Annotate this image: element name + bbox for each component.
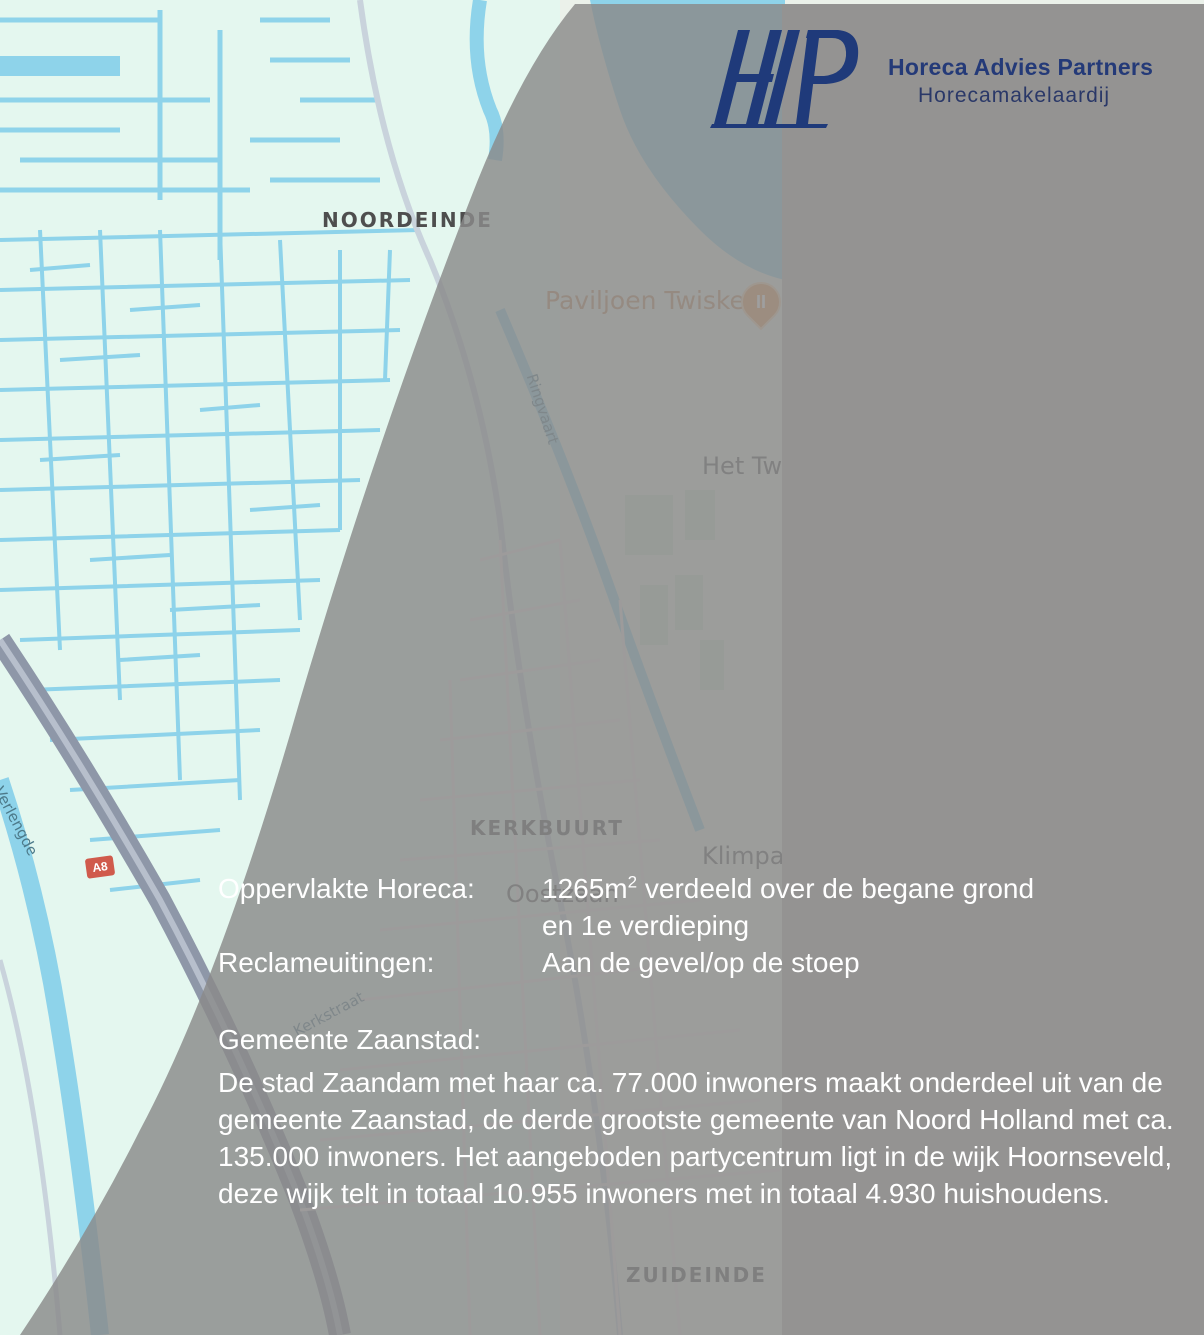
map-label-zuideinde: ZUIDEINDE	[626, 1263, 767, 1287]
gemeente-body: De stad Zaandam met haar ca. 77.000 inwo…	[218, 1067, 1174, 1209]
map-field	[625, 495, 673, 555]
map-label-noordeinde: NOORDEINDE	[322, 208, 493, 232]
hap-monogram-icon	[710, 30, 859, 128]
oppervlakte-value-rest: verdeeld over de begane grond	[637, 873, 1035, 904]
reclame-value: Aan de gevel/op de stoep	[542, 947, 860, 978]
oppervlakte-label: Oppervlakte Horeca:	[218, 873, 475, 904]
brand-subtitle: Horecamakelaardij	[918, 84, 1111, 107]
map-field	[700, 640, 724, 690]
reclame-label: Reclameuitingen:	[218, 947, 435, 978]
brand-name: Horeca Advies Partners	[888, 54, 1154, 80]
map-field	[675, 575, 703, 630]
oppervlakte-value-number: 1265m	[542, 873, 628, 904]
map-label-paviljoen-twiske: Paviljoen Twiske	[545, 286, 745, 315]
oppervlakte-value-line2: en 1e verdieping	[542, 910, 750, 941]
brand-logo[interactable]	[708, 26, 1188, 134]
map-field	[640, 585, 668, 645]
map-label-klimpark: Klimpar	[702, 842, 795, 870]
oppervlakte-value: 1265m2 verdeeld over de begane grond	[542, 870, 1034, 907]
map-label-het-twiske: Het Twi	[702, 452, 789, 480]
map-canal	[0, 56, 120, 76]
a8-road-badge: A8	[84, 855, 116, 879]
oppervlakte-value-sup: 2	[627, 872, 638, 892]
gemeente-heading: Gemeente Zaanstad:	[218, 1024, 482, 1055]
map-label-kerkbuurt: KERKBUURT	[470, 816, 624, 840]
map-field	[685, 490, 715, 540]
